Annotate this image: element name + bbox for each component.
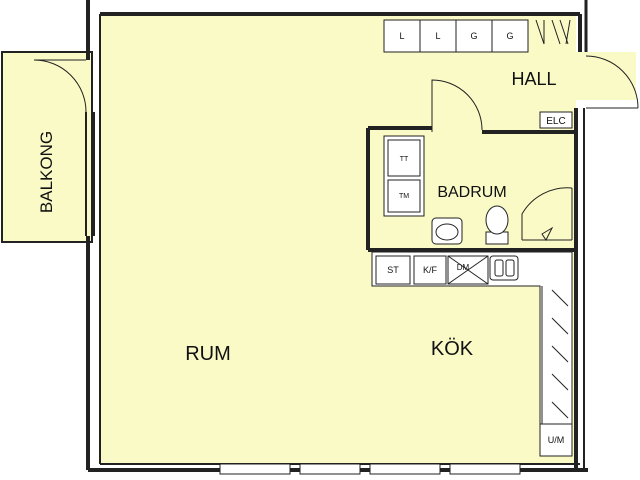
toilet [485,205,509,245]
kitchen-counter [371,251,573,457]
bathroom-cabinets [383,135,425,217]
bathroom-sink [431,217,463,245]
room-label-balcony: BALKONG [37,131,56,213]
room-label-bathroom: BADRUM [437,184,506,201]
hall-wardrobes [383,19,571,53]
electrical-label: ELC [546,116,565,127]
room-label-hall: HALL [511,69,556,89]
fridge-label: K/F [423,265,438,275]
wardrobe-label-3: G [470,31,477,41]
room-label-kitchen: KÖK [431,338,474,360]
electrical-box [539,111,573,129]
wardrobe-label-4: G [506,31,513,41]
shower [521,187,573,241]
dishwasher-label: DM [457,263,470,272]
balcony-door [33,59,95,236]
bath-cabinet-label-1: TT [400,156,409,163]
kitchen-corner-label: U/M [548,435,565,445]
bath-cabinet-label-2: TM [399,193,409,200]
balcony-floor [1,51,93,243]
wardrobe-label-2: L [435,31,440,41]
bathroom-walls [366,79,576,252]
room-label-living-room: RUM [185,343,231,365]
bottom-windows [219,463,521,475]
entrance-door [585,55,639,109]
wardrobe-label-1: L [399,31,404,41]
stove-label: ST [387,265,399,275]
